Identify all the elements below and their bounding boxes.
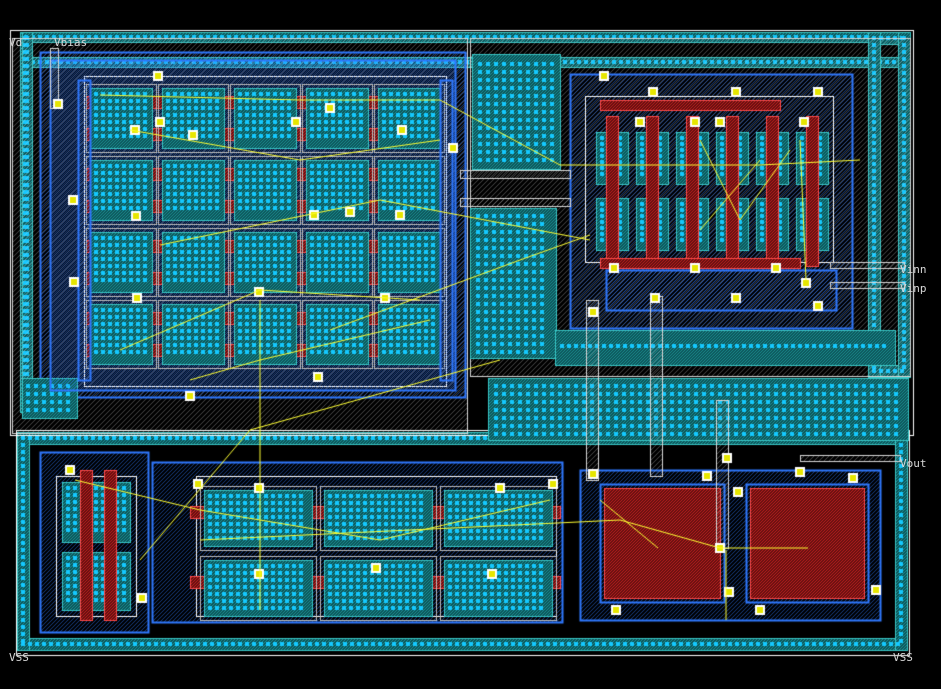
net-label-vbias[interactable]: Vbias (54, 36, 88, 49)
net-label-vss-right[interactable]: VSS (893, 651, 913, 664)
net-label-vss-left[interactable]: VSS (9, 651, 29, 664)
net-label-vinn[interactable]: Vinn (900, 263, 927, 276)
net-label-vout[interactable]: Vout (900, 457, 927, 470)
net-label-vinp[interactable]: Vinp (900, 282, 927, 295)
net-label-vdd[interactable]: Vd (9, 36, 23, 49)
